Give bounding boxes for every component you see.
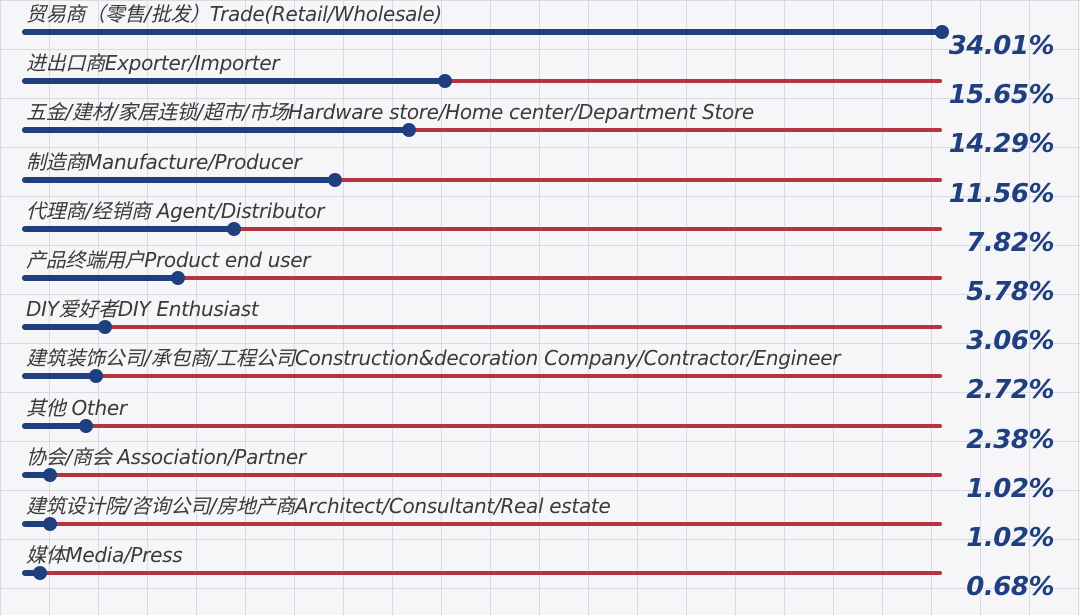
bar-fill — [22, 521, 50, 527]
bar-fill — [22, 127, 409, 134]
bar-end-marker — [226, 221, 241, 236]
bar-row: 进出口商Exporter/Importer 15.65% — [0, 49, 1080, 110]
value-label: 15.65% — [948, 80, 1055, 111]
bar-row: 五金/建材/家居连锁/超市/市场Hardware store/Home cent… — [0, 98, 1080, 159]
value-label: 14.29% — [948, 129, 1055, 160]
category-label: 协会/商会 Association/Partner — [26, 444, 306, 469]
value-label: 7.82% — [966, 227, 1054, 258]
bar-fill — [22, 471, 50, 478]
bar-row: 媒体Media/Press 0.68% — [0, 541, 1080, 602]
bar-end-marker — [935, 25, 949, 39]
bar-row: 代理商/经销商 Agent/Distributor 7.82% — [0, 197, 1080, 258]
bar-track — [22, 79, 942, 84]
value-label: 1.02% — [966, 473, 1054, 504]
category-label: 产品终端用户Product end user — [26, 248, 311, 272]
bar-row: 协会/商会 Association/Partner 1.02% — [0, 443, 1080, 504]
category-label: 其他 Other — [26, 395, 127, 420]
bar-row: 贸易商（零售/批发）Trade(Retail/Wholesale) 34.01% — [0, 0, 1080, 61]
category-label: 代理商/经销商 Agent/Distributor — [26, 198, 325, 223]
value-label: 34.01% — [948, 31, 1055, 61]
bar-track — [22, 374, 942, 379]
bar-end-marker — [79, 418, 94, 433]
category-label: 建筑设计院/咨询公司/房地产商Architect/Consultant/Real… — [26, 494, 611, 518]
bar-fill — [22, 275, 179, 281]
value-label: 1.02% — [966, 523, 1054, 553]
category-label: 进出口商Exporter/Importer — [26, 51, 280, 76]
bar-end-marker — [97, 320, 112, 335]
category-label: 媒体Media/Press — [26, 543, 183, 568]
value-label: 2.72% — [966, 375, 1054, 406]
bar-end-marker — [33, 566, 48, 581]
bar-row: 建筑设计院/咨询公司/房地产商Architect/Consultant/Real… — [0, 492, 1080, 553]
bar-end-marker — [171, 271, 186, 285]
bar-row: 产品终端用户Product end user 5.78% — [0, 246, 1080, 307]
bar-end-marker — [401, 123, 416, 138]
bar-row: 建筑装饰公司/承包商/工程公司Construction&decoration C… — [0, 344, 1080, 405]
bar-fill — [22, 176, 335, 183]
bar-track — [22, 571, 942, 576]
bar-track — [22, 128, 942, 133]
bar-track — [22, 276, 942, 280]
bar-row: 其他 Other 2.38% — [0, 394, 1080, 455]
bar-track — [22, 522, 942, 526]
category-label: DIY爱好者DIY Enthusiast — [26, 297, 259, 322]
value-label: 0.68% — [966, 572, 1054, 603]
bar-fill — [22, 29, 942, 35]
bar-end-marker — [42, 467, 57, 482]
value-label: 11.56% — [948, 178, 1055, 209]
bar-row: 制造商Manufacture/Producer 11.56% — [0, 148, 1080, 209]
category-label: 建筑装饰公司/承包商/工程公司Construction&decoration C… — [26, 346, 841, 371]
bar-fill — [22, 570, 41, 577]
value-label: 5.78% — [966, 277, 1054, 307]
bar-track — [22, 423, 942, 428]
bar-track — [22, 226, 942, 231]
bar-track — [22, 472, 942, 477]
bar-end-marker — [88, 369, 103, 384]
category-label: 制造商Manufacture/Producer — [26, 149, 302, 174]
bar-row: DIY爱好者DIY Enthusiast 3.06% — [0, 295, 1080, 356]
bar-track — [22, 325, 942, 330]
value-label: 2.38% — [966, 424, 1054, 455]
bar-track — [22, 177, 942, 182]
value-label: 3.06% — [966, 326, 1054, 357]
category-label: 贸易商（零售/批发）Trade(Retail/Wholesale) — [26, 2, 442, 26]
bar-end-marker — [327, 172, 342, 187]
category-label: 五金/建材/家居连锁/超市/市场Hardware store/Home cent… — [26, 100, 754, 125]
bar-fill — [22, 78, 446, 85]
bar-end-marker — [42, 517, 57, 531]
bar-fill — [22, 422, 87, 429]
bar-fill — [22, 225, 234, 232]
bar-fill — [22, 373, 96, 380]
bar-end-marker — [438, 74, 453, 89]
bar-fill — [22, 324, 105, 331]
